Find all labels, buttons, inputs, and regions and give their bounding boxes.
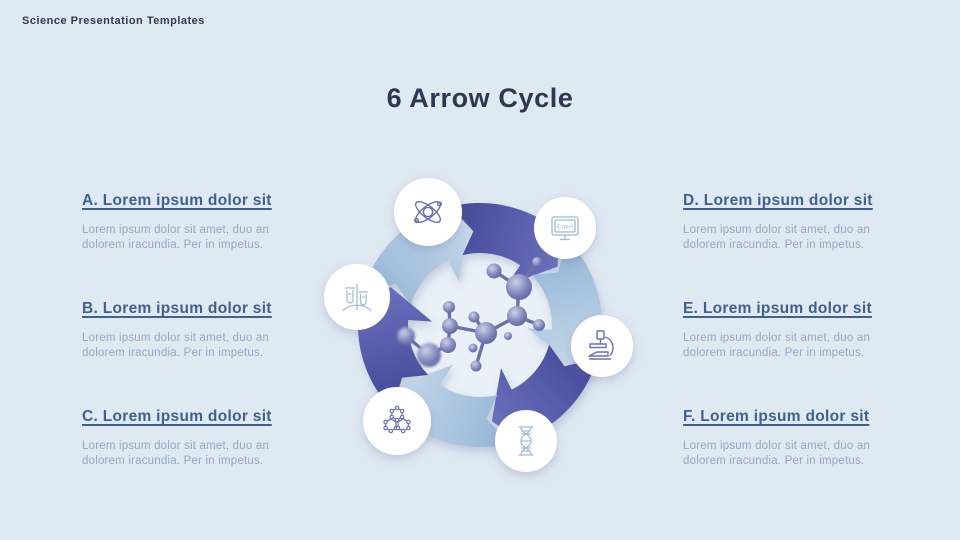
slide-header: Science Presentation Templates bbox=[22, 15, 205, 27]
section-body: Lorem ipsum dolor sit amet, duo an dolor… bbox=[683, 440, 871, 468]
section-b: B. Lorem ipsum dolor sit Lorem ipsum dol… bbox=[82, 300, 288, 361]
section-body: Lorem ipsum dolor sit amet, duo an dolor… bbox=[82, 332, 270, 360]
section-body: Lorem ipsum dolor sit amet, duo an dolor… bbox=[82, 224, 270, 252]
monitor-emc2-icon: E=mc² bbox=[534, 197, 596, 259]
microscope-icon bbox=[571, 315, 633, 377]
monitor-screen-label: E=mc² bbox=[557, 225, 573, 231]
section-heading[interactable]: B. Lorem ipsum dolor sit bbox=[82, 300, 272, 317]
section-body: Lorem ipsum dolor sit amet, duo an dolor… bbox=[683, 332, 871, 360]
section-heading[interactable]: C. Lorem ipsum dolor sit bbox=[82, 408, 272, 425]
molecule-3d-image bbox=[397, 257, 545, 372]
atom-icon bbox=[394, 178, 462, 246]
section-heading[interactable]: D. Lorem ipsum dolor sit bbox=[683, 192, 873, 209]
section-body: Lorem ipsum dolor sit amet, duo an dolor… bbox=[82, 440, 270, 468]
test-tubes-icon bbox=[324, 264, 390, 330]
cycle-icons: E=mc² bbox=[324, 178, 633, 472]
section-a: A. Lorem ipsum dolor sit Lorem ipsum dol… bbox=[82, 192, 288, 253]
section-heading[interactable]: F. Lorem ipsum dolor sit bbox=[683, 408, 870, 425]
section-e: E. Lorem ipsum dolor sit Lorem ipsum dol… bbox=[683, 300, 889, 361]
section-heading[interactable]: E. Lorem ipsum dolor sit bbox=[683, 300, 872, 317]
molecule-rings-icon bbox=[363, 387, 431, 455]
section-d: D. Lorem ipsum dolor sit Lorem ipsum dol… bbox=[683, 192, 889, 253]
section-f: F. Lorem ipsum dolor sit Lorem ipsum dol… bbox=[683, 408, 889, 469]
section-heading[interactable]: A. Lorem ipsum dolor sit bbox=[82, 192, 272, 209]
section-body: Lorem ipsum dolor sit amet, duo an dolor… bbox=[683, 224, 871, 252]
dna-icon bbox=[495, 410, 557, 472]
section-c: C. Lorem ipsum dolor sit Lorem ipsum dol… bbox=[82, 408, 288, 469]
page-title: 6 Arrow Cycle bbox=[386, 83, 574, 113]
